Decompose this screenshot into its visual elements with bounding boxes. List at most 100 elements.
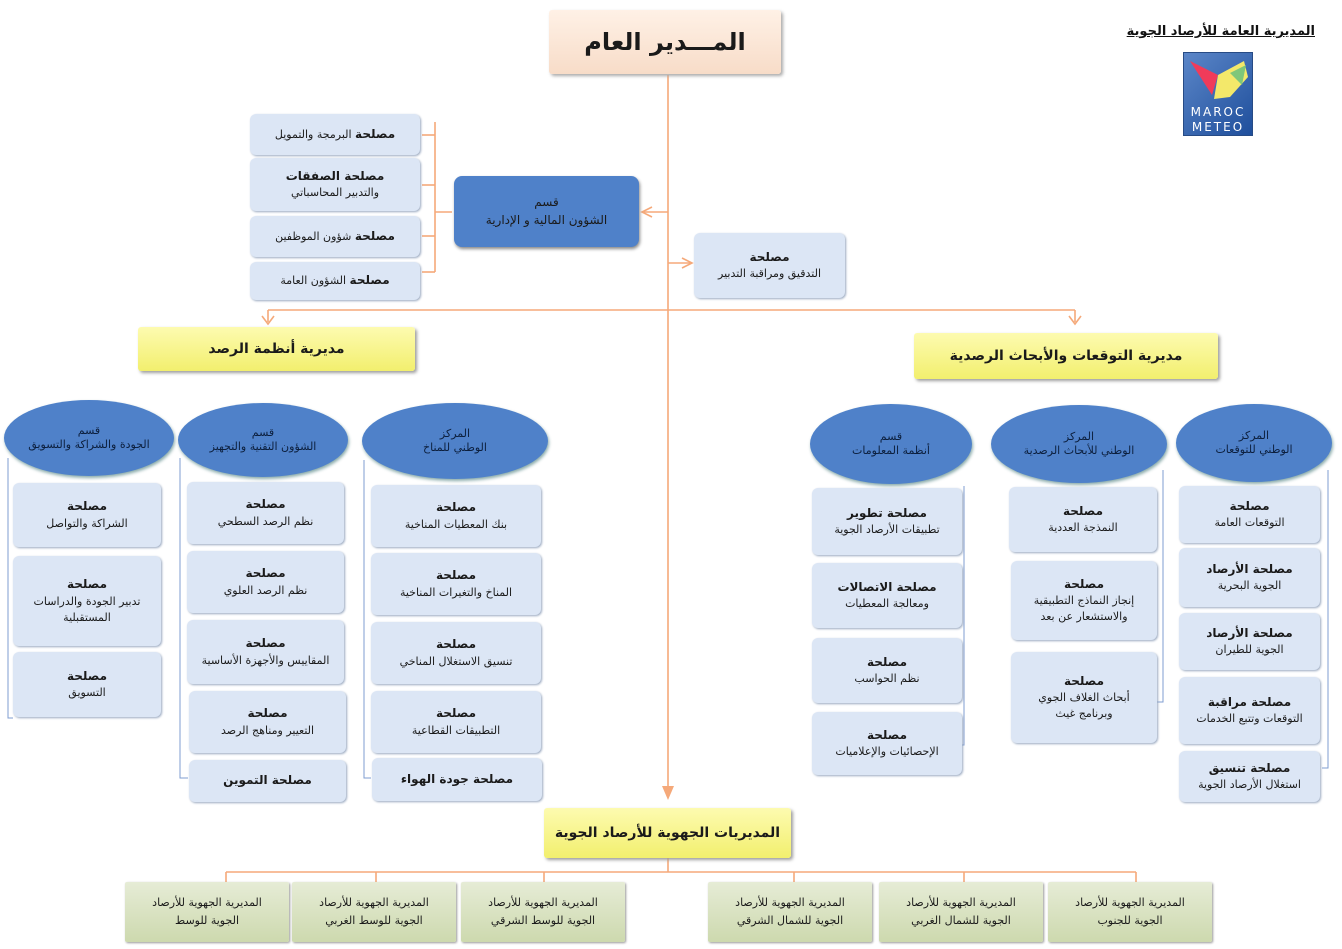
service-text: البرمجة والتمويل [274, 127, 352, 141]
finance-service-staff: مصلحة شؤون الموظفين [250, 216, 420, 257]
service-text: تطبيقات الأرصاد الجوية [834, 523, 940, 537]
climate-service-3: مصلحة تنسيق الاستغلال المناخي [371, 622, 541, 684]
unit-forecast-center: المركز الوطني للتوقعات [1176, 404, 1332, 482]
observation-directorate-title: مديرية أنظمة الرصد [208, 340, 345, 357]
technical-service-4: مصلحة التعيير ومناهج الرصد [189, 691, 346, 753]
service-bold: مصلحة الاتصالات [837, 579, 937, 594]
regional-directorates-box: المديريات الجهوية للأرصاد الجوية [544, 808, 791, 858]
technical-service-5: مصلحة التموين [189, 760, 346, 802]
regional-directorates-title: المديريات الجهوية للأرصاد الجوية [554, 824, 781, 841]
climate-service-1: مصلحة بنك المعطيات المناخية [371, 485, 541, 547]
service-text: ومعالجة المعطيات [845, 597, 929, 611]
audit-service-box: مصلحة التدقيق ومراقبة التدبير [694, 233, 845, 298]
service-text: نظم الرصد العلوي [223, 583, 308, 597]
service-text: نظم الحواسب [854, 672, 920, 686]
service-bold: مصلحة [245, 497, 286, 512]
unit-title-line2: أنظمة المعلومات [852, 444, 930, 457]
unit-title-line1: قسم [77, 423, 101, 437]
regional-center: المديرية الجهوية للأرصاد الجوية للوسط [125, 882, 289, 942]
regional-line2: الجوية للوسط الغربي [325, 914, 423, 927]
unit-information-systems: قسم أنظمة المعلومات [810, 404, 972, 484]
service-bold: مصلحة جودة الهواء [400, 771, 514, 786]
research-service-2: مصلحة إنجاز النماذج التطبيقية والاستشعار… [1011, 561, 1157, 640]
service-text: الإحصائيات والإعلاميات [835, 745, 939, 759]
service-bold: مصلحة تنسيق [1208, 760, 1291, 775]
unit-title-line2: الوطني للمناخ [423, 441, 487, 454]
service-bold: مصلحة [354, 228, 395, 243]
finance-service-general: مصلحة الشؤون العامة [250, 262, 420, 300]
service-bold: مصلحة [1229, 498, 1270, 513]
forecast-directorate-box: مديرية التوقعات والأبحاث الرصدية [914, 333, 1218, 379]
service-bold: مصلحة مراقبة [1207, 694, 1292, 709]
unit-title-line1: المركز [1238, 428, 1270, 442]
service-text: النمذجة العددية [1048, 521, 1118, 535]
director-general-title: المـــدير العام [584, 27, 746, 56]
unit-title-line2: الوطني للأبحاث الرصدية [1023, 444, 1135, 457]
finance-division-box: قسم الشؤون المالية و الإدارية [454, 176, 639, 247]
service-text: بنك المعطيات المناخية [404, 517, 508, 531]
service-bold: مصلحة الأرصاد [1206, 561, 1293, 576]
quality-service-1: مصلحة الشراكة والتواصل [13, 483, 161, 547]
regional-northwest: المديرية الجهوية للأرصاد الجوية للشمال ا… [879, 882, 1043, 942]
service-text: الجوية البحرية [1217, 579, 1282, 593]
regional-line1: المديرية الجهوية للأرصاد [152, 896, 262, 910]
unit-title-line1: قسم [251, 425, 275, 439]
forecast-service-4: مصلحة مراقبة التوقعات وتتبع الخدمات [1179, 677, 1320, 744]
unit-title-line2: الوطني للتوقعات [1215, 443, 1293, 456]
regional-line2: الجوية للشمال الشرقي [736, 914, 844, 927]
service-bold: مصلحة تطوير [847, 505, 927, 520]
division-title: قسم [534, 195, 559, 210]
regional-northeast: المديرية الجهوية للأرصاد الجوية للشمال ا… [708, 882, 872, 942]
service-text: المناخ والتغيرات المناخية [399, 585, 513, 599]
service-text: التعيير ومناهج الرصد [220, 723, 315, 737]
regional-line1: المديرية الجهوية للأرصاد [319, 896, 429, 910]
technical-service-3: مصلحة المقاييس والأجهزة الأساسية [187, 620, 344, 684]
logo-map-icon [1190, 61, 1248, 99]
service-text: استغلال الأرصاد الجوية [1198, 778, 1301, 792]
service-text: نظم الرصد السطحي [217, 514, 314, 528]
service-bold: مصلحة [355, 126, 396, 141]
service-text: والتدبير المحاسباتي [290, 186, 380, 200]
research-service-1: مصلحة النمذجة العددية [1009, 487, 1157, 552]
research-service-3: مصلحة أبحاث الغلاف الجوي وبرنامج غيث [1011, 652, 1157, 743]
regional-line2: الجوية للشمال الغربي [911, 914, 1011, 927]
service-bold: مصلحة [66, 668, 108, 683]
service-text: التوقعات وتتبع الخدمات [1196, 712, 1303, 726]
finance-service-deals: مصلحة الصفقات والتدبير المحاسباتي [250, 158, 420, 211]
service-text: إنجاز النماذج التطبيقية والاستشعار عن بع… [1033, 594, 1135, 624]
director-general-box: المـــدير العام [549, 10, 781, 74]
technical-service-2: مصلحة نظم الرصد العلوي [187, 551, 344, 613]
info-service-4: مصلحة الإحصائيات والإعلاميات [812, 712, 962, 775]
unit-climate-center: المركز الوطني للمناخ [362, 403, 548, 479]
service-bold: مصلحة [349, 273, 390, 288]
service-bold: مصلحة [66, 577, 108, 592]
service-text: تنسيق الاستغلال المناخي [399, 654, 513, 668]
technical-service-1: مصلحة نظم الرصد السطحي [187, 482, 344, 544]
service-bold: مصلحة [435, 500, 477, 515]
info-service-1: مصلحة تطوير تطبيقات الأرصاد الجوية [812, 488, 962, 555]
service-bold: مصلحة [1062, 503, 1104, 518]
service-bold: مصلحة الأرصاد [1206, 625, 1293, 640]
service-text: التدقيق ومراقبة التدبير [718, 267, 822, 281]
service-text: تدبير الجودة والدراسات المستقبلية [33, 594, 141, 624]
logo-text-meteo: METEO [1191, 120, 1245, 134]
service-bold: مصلحة [435, 568, 477, 583]
unit-title-line1: قسم [879, 429, 903, 443]
climate-service-5: مصلحة جودة الهواء [372, 758, 542, 801]
unit-research-center: المركز الوطني للأبحاث الرصدية [991, 405, 1167, 483]
regional-line1: المديرية الجهوية للأرصاد [1075, 896, 1185, 910]
service-text: التطبيقات القطاعية [411, 723, 501, 737]
unit-title-line2: الشؤون التقنية والتجهيز [209, 440, 317, 453]
unit-technical-affairs: قسم الشؤون التقنية والتجهيز [178, 403, 348, 477]
maroc-meteo-logo: MAROC METEO [1183, 52, 1253, 136]
info-service-2: مصلحة الاتصالات ومعالجة المعطيات [812, 563, 962, 628]
service-bold: مصلحة [866, 727, 908, 742]
forecast-service-2: مصلحة الأرصاد الجوية البحرية [1179, 548, 1320, 607]
finance-service-programming: مصلحة البرمجة والتمويل [250, 114, 420, 155]
regional-line1: المديرية الجهوية للأرصاد [488, 896, 598, 910]
regional-line2: الجوية للوسط [175, 914, 239, 927]
service-text: الشؤون العامة [280, 274, 347, 288]
service-text: المقاييس والأجهزة الأساسية [201, 653, 330, 667]
forecast-service-5: مصلحة تنسيق استغلال الأرصاد الجوية [1179, 751, 1320, 802]
